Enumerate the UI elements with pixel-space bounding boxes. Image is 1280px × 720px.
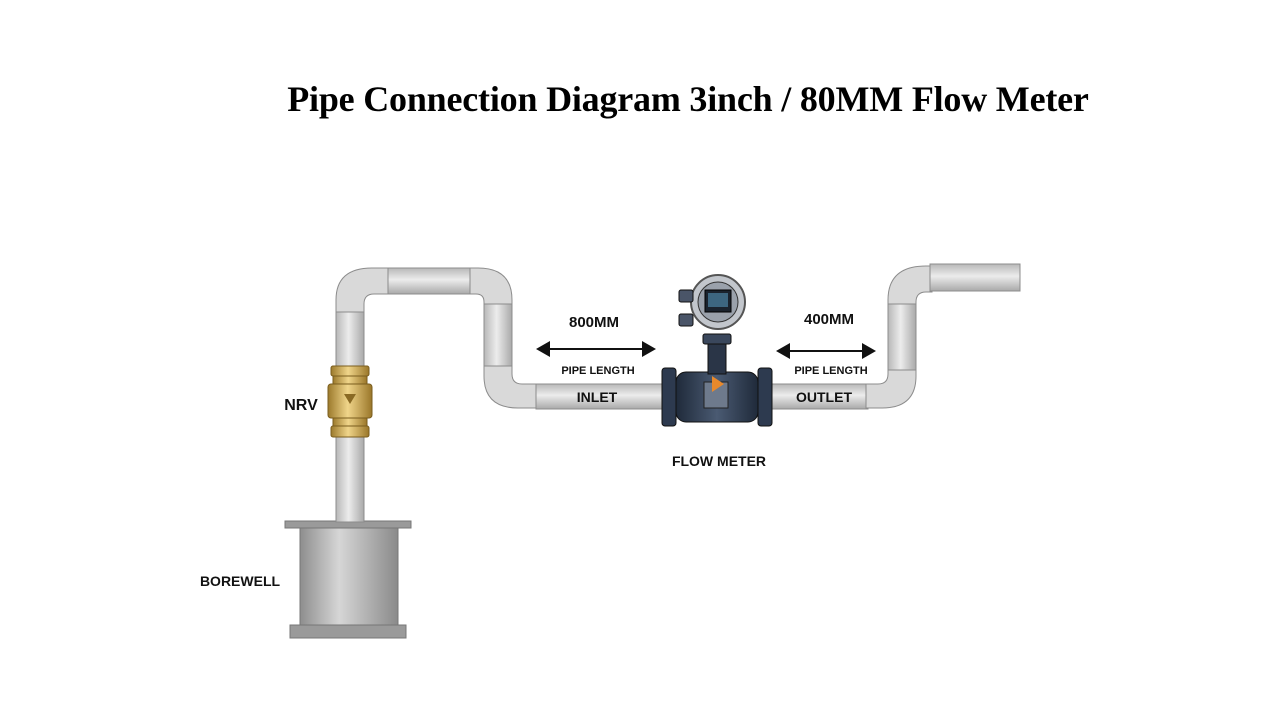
elbow-top-right bbox=[887, 265, 933, 305]
nrv-label: NRV bbox=[284, 397, 318, 414]
flow-meter-label: FLOW METER bbox=[672, 453, 766, 469]
elbow-down bbox=[469, 267, 513, 307]
discharge-pipe bbox=[929, 263, 1021, 292]
inlet-pipe bbox=[535, 383, 665, 410]
inlet-label: INLET bbox=[577, 389, 618, 405]
inlet-length-label: 800MM bbox=[569, 314, 619, 331]
drop-pipe bbox=[483, 303, 513, 369]
outlet-pipe-length-label: PIPE LENGTH bbox=[794, 365, 867, 377]
outlet-label: OUTLET bbox=[796, 389, 852, 405]
outlet-length-label: 400MM bbox=[804, 311, 854, 328]
flow-meter bbox=[661, 274, 773, 427]
inlet-pipe-length-label: PIPE LENGTH bbox=[561, 365, 634, 377]
borewell-tank bbox=[284, 520, 412, 639]
nrv-valve bbox=[327, 365, 373, 438]
top-pipe bbox=[387, 267, 471, 295]
elbow-inlet bbox=[483, 365, 539, 409]
borewell-label: BOREWELL bbox=[200, 573, 281, 589]
elbow-outlet bbox=[865, 367, 917, 409]
outlet-pipe bbox=[771, 383, 869, 410]
diagram-title: Pipe Connection Diagram 3inch / 80MM Flo… bbox=[287, 79, 1089, 119]
outlet-riser bbox=[887, 301, 917, 371]
